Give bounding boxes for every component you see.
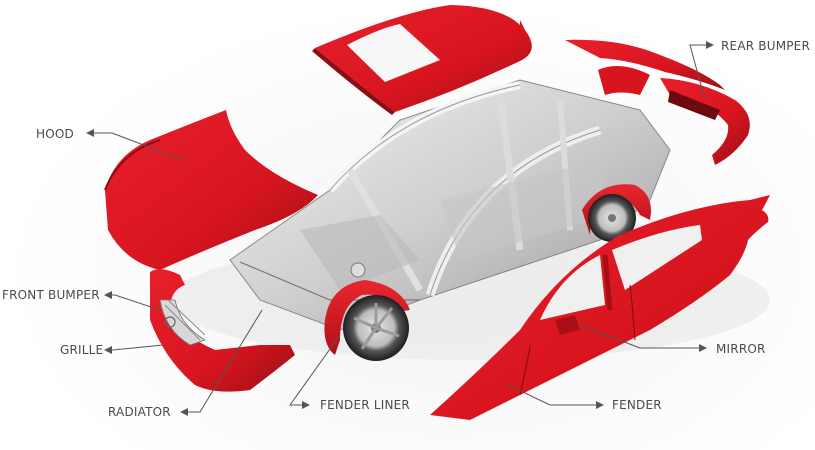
chassis-frame xyxy=(229,79,671,331)
roof-panel xyxy=(312,5,532,115)
label-radiator: RADIATOR xyxy=(108,405,171,419)
rear-wheel xyxy=(582,184,651,242)
hood-panel xyxy=(104,110,318,270)
label-hood: HOOD xyxy=(36,127,74,141)
label-front-bumper: FRONT BUMPER xyxy=(2,288,100,302)
label-fender: FENDER xyxy=(612,398,662,412)
leader-rear-bumper xyxy=(689,41,714,101)
front-bumper-panel xyxy=(150,269,295,392)
leader-grille xyxy=(104,344,164,354)
leader-front-bumper xyxy=(104,291,161,311)
label-grille: GRILLE xyxy=(60,343,104,357)
leader-fender xyxy=(507,384,604,409)
rear-bumper-panel xyxy=(565,39,750,165)
front-wheel xyxy=(324,280,410,361)
leader-hood xyxy=(86,129,184,161)
label-fender-liner: FENDER LINER xyxy=(320,398,410,412)
leader-radiator xyxy=(180,309,263,416)
leader-fender-liner xyxy=(289,334,341,409)
leader-mirror xyxy=(579,324,707,352)
side-body-panel xyxy=(430,195,770,420)
label-rear-bumper: REAR BUMPER xyxy=(721,39,811,53)
label-mirror: MIRROR xyxy=(716,342,766,356)
leader-lines xyxy=(86,41,714,416)
